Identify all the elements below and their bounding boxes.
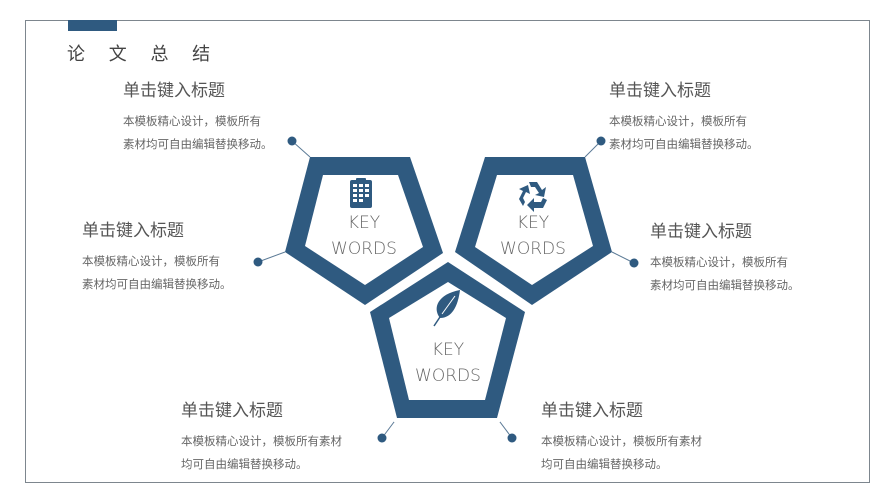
block-desc-line2: 素材均可自由编辑替换移动。 bbox=[609, 137, 759, 151]
block-desc-line1: 本模板精心设计，模板所有素材 bbox=[541, 434, 702, 448]
keyword-line1: KEY bbox=[431, 340, 465, 360]
clipboard-icon bbox=[350, 178, 372, 208]
block-desc-line2: 素材均可自由编辑替换移动。 bbox=[82, 277, 232, 291]
block-desc-line2: 素材均可自由编辑替换移动。 bbox=[650, 278, 800, 292]
title-accent-bar bbox=[68, 20, 117, 31]
text-block-mid-right[interactable]: 单击键入标题 本模板精心设计，模板所有 素材均可自由编辑替换移动。 bbox=[650, 221, 800, 297]
pentagon-left bbox=[285, 157, 443, 305]
keyword-label-right: KEY WORDS bbox=[473, 210, 593, 262]
text-block-top-right[interactable]: 单击键入标题 本模板精心设计，模板所有 素材均可自由编辑替换移动。 bbox=[609, 80, 759, 156]
keyword-label-bottom: KEY WORDS bbox=[388, 337, 508, 389]
keyword-line2: WORDS bbox=[500, 239, 566, 259]
block-desc-line2: 均可自由编辑替换移动。 bbox=[181, 457, 308, 471]
block-title[interactable]: 单击键入标题 bbox=[181, 401, 283, 421]
block-desc-line1: 本模板精心设计，模板所有 bbox=[82, 254, 220, 268]
leaf-icon bbox=[433, 290, 460, 327]
keyword-line1: KEY bbox=[347, 213, 381, 233]
block-desc-line1: 本模板精心设计，模板所有 bbox=[650, 255, 788, 269]
block-title[interactable]: 单击键入标题 bbox=[650, 222, 752, 242]
block-desc-line1: 本模板精心设计，模板所有 bbox=[609, 114, 747, 128]
text-block-top-left[interactable]: 单击键入标题 本模板精心设计，模板所有 素材均可自由编辑替换移动。 bbox=[123, 80, 273, 156]
pentagon-right bbox=[455, 157, 612, 305]
block-desc-line2: 均可自由编辑替换移动。 bbox=[541, 457, 668, 471]
connector-dots bbox=[253, 136, 639, 443]
block-desc-line2: 素材均可自由编辑替换移动。 bbox=[123, 137, 273, 151]
keyword-label-left: KEY WORDS bbox=[304, 210, 424, 262]
block-desc-line1: 本模板精心设计，模板所有素材 bbox=[181, 434, 342, 448]
recycle-icon bbox=[519, 182, 547, 212]
text-block-mid-left[interactable]: 单击键入标题 本模板精心设计，模板所有 素材均可自由编辑替换移动。 bbox=[82, 220, 232, 296]
block-desc-line1: 本模板精心设计，模板所有 bbox=[123, 114, 261, 128]
keyword-line2: WORDS bbox=[331, 239, 397, 259]
keyword-line1: KEY bbox=[516, 213, 550, 233]
slide-frame bbox=[25, 20, 870, 483]
block-title[interactable]: 单击键入标题 bbox=[541, 401, 643, 421]
text-block-bottom-left[interactable]: 单击键入标题 本模板精心设计，模板所有素材 均可自由编辑替换移动。 bbox=[181, 400, 342, 476]
keyword-line2: WORDS bbox=[415, 366, 481, 386]
text-block-bottom-right[interactable]: 单击键入标题 本模板精心设计，模板所有素材 均可自由编辑替换移动。 bbox=[541, 400, 702, 476]
block-title[interactable]: 单击键入标题 bbox=[123, 81, 225, 101]
page-title: 论 文 总 结 bbox=[67, 44, 220, 65]
pentagon-bottom bbox=[365, 257, 530, 422]
block-title[interactable]: 单击键入标题 bbox=[609, 81, 711, 101]
block-title[interactable]: 单击键入标题 bbox=[82, 221, 184, 241]
